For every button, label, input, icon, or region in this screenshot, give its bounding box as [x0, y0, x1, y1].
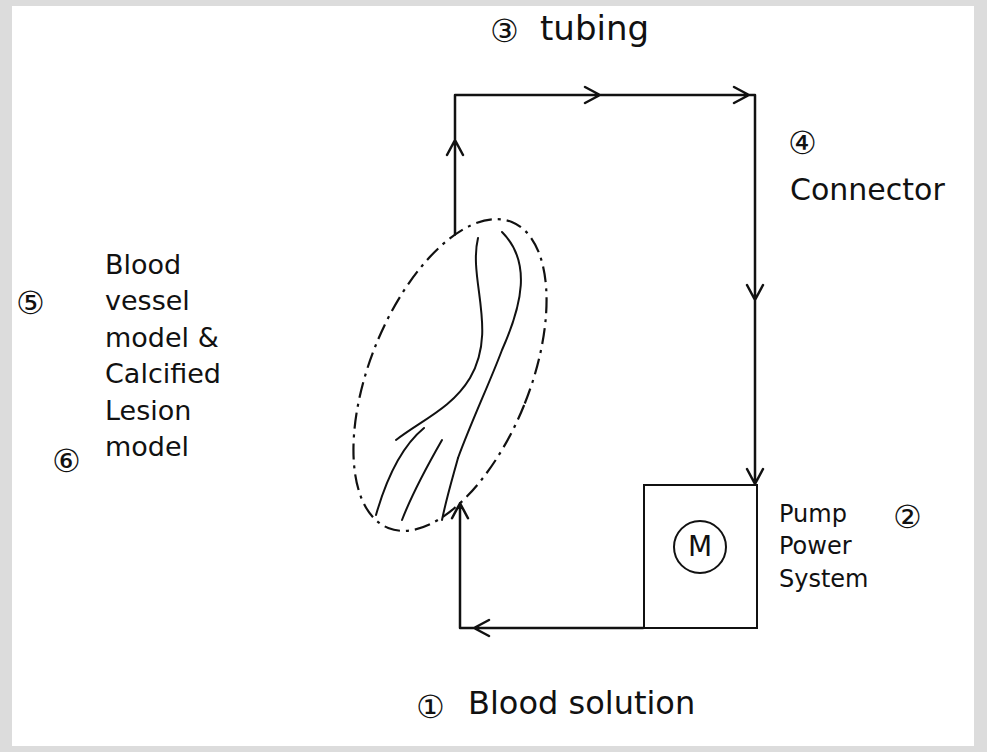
callout-number: ④	[788, 124, 817, 162]
motor-circle: M	[673, 520, 727, 574]
node-heading: Pump Power System	[779, 498, 883, 595]
part-label: tubing	[540, 8, 649, 49]
callout-number: ⑤	[16, 284, 45, 322]
dashed-ellipse	[314, 192, 586, 558]
pump-box: MPump Power System	[643, 484, 758, 629]
tubing-connector	[452, 503, 643, 636]
callout-number: ⑥	[52, 442, 81, 480]
vessel-branch	[376, 428, 424, 515]
vessel-wall	[396, 238, 482, 440]
motor-symbol-text: M	[688, 530, 712, 564]
callout-number: ①	[416, 688, 445, 726]
part-label: Connector	[790, 172, 945, 208]
part-label: Blood solution	[468, 684, 695, 722]
tubing-connector	[447, 87, 763, 484]
vessel-branch	[402, 440, 442, 520]
callout-number: ②	[893, 498, 922, 536]
callout-number: ③	[490, 12, 519, 50]
vessel-wall	[458, 232, 521, 458]
dashed-ellipse-outline	[330, 215, 570, 535]
vessel-model-ellipse: Blood vessel model & Calcified Lesion mo…	[330, 215, 570, 535]
node-heading: Blood vessel model & Calcified Lesion mo…	[105, 247, 255, 466]
